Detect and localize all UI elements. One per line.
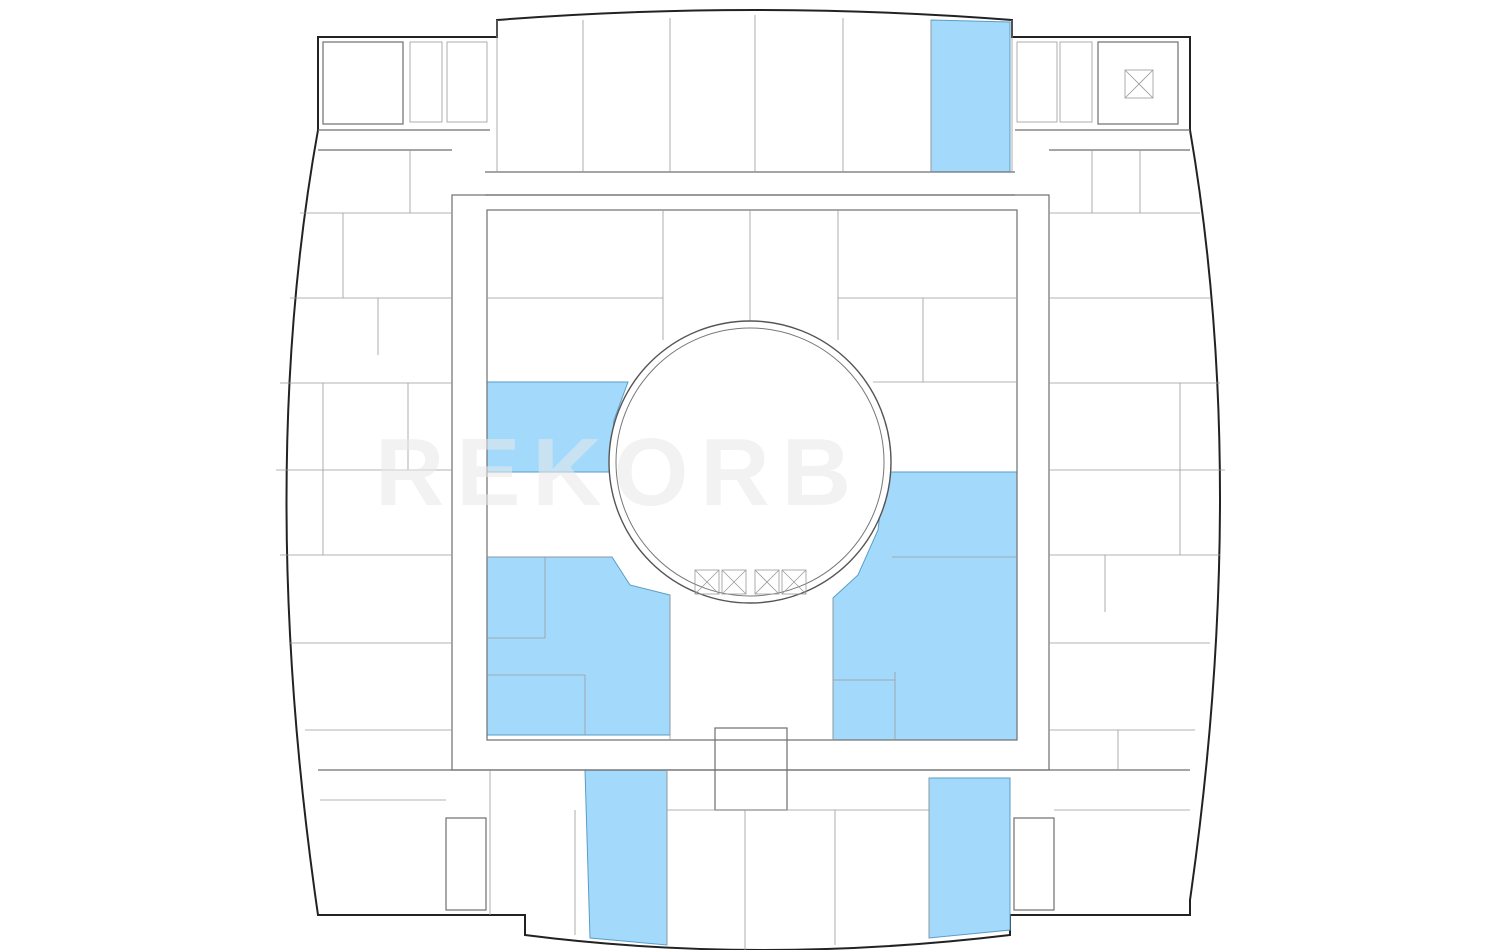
elevator-bank [694,569,807,595]
unit-1[interactable] [930,19,1011,173]
unit-6[interactable] [928,777,1011,939]
unit-5[interactable] [584,769,668,946]
atrium [608,320,892,604]
watermark-logo: REKORB [375,419,863,526]
walls [276,15,1225,950]
